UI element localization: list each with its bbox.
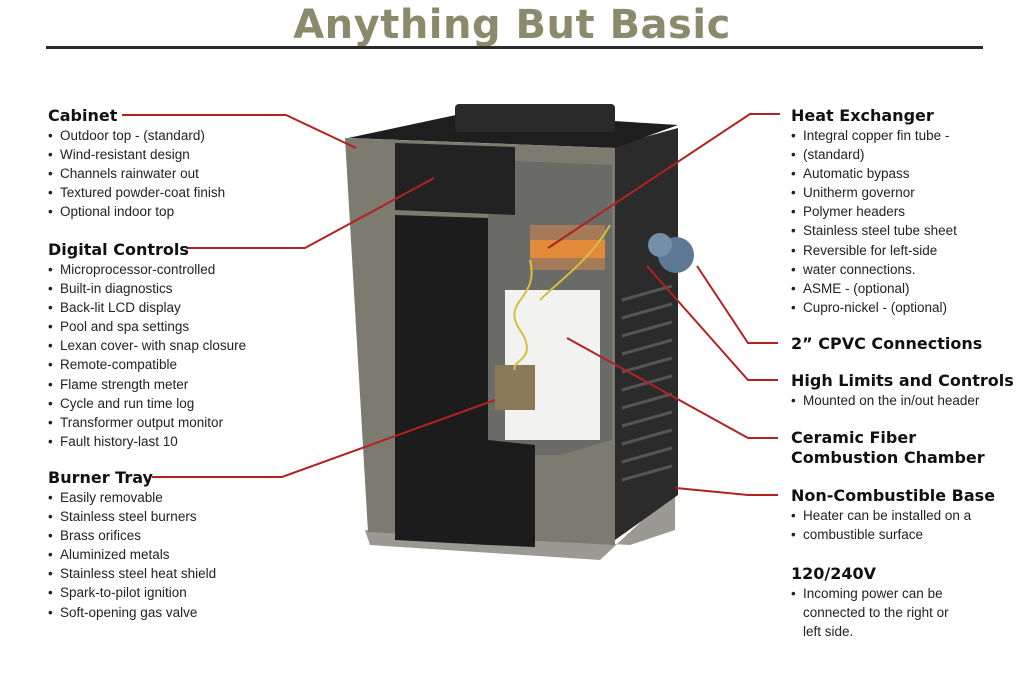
burner-tray-heading: Burner Tray [48,468,153,487]
side-louvers [621,284,673,482]
list-item: Stainless steel burners [48,507,216,526]
list-item: Aluminized metals [48,545,216,564]
list-item: Cupro-nickel - (optional) [791,298,957,317]
cpvc-section: 2” CPVC Connections [791,334,982,354]
list-item: Fault history-last 10 [48,432,246,451]
list-item: (standard) [791,145,957,164]
leader-high-limits [646,265,778,381]
list-item: Remote-compatible [48,355,246,374]
list-item: Stainless steel heat shield [48,564,216,583]
digital-controls-heading: Digital Controls [48,240,189,259]
list-item: Incoming power can be [791,584,949,603]
heater-base [365,490,675,560]
list-item: Mounted on the in/out header [791,391,1014,410]
list-item: Spark-to-pilot ignition [48,583,216,602]
top-vent [455,104,615,132]
cpvc-heading: 2” CPVC Connections [791,334,983,353]
list-item: Heater can be installed on a [791,506,995,525]
list-item: Pool and spa settings [48,317,246,336]
list-item-continuation: left side. [803,624,854,640]
ceramic-fiber-section: Ceramic Fiber Combustion Chamber [791,428,985,468]
leader-heat-exchanger [547,113,780,249]
base-heading: Non-Combustible Base [791,486,996,505]
list-item: Textured powder-coat finish [48,183,225,202]
combustion-chamber [505,290,600,440]
heater-front-cabinet [345,138,615,545]
list-item: Cycle and run time log [48,394,246,413]
cabinet-heading: Cabinet [48,106,118,125]
leader-ceramic-fiber [566,337,778,439]
high-limits-section: High Limits and Controls Mounted on the … [791,371,1014,410]
page-title: Anything But Basic [293,2,731,48]
cutaway-interior [488,160,612,455]
base-section: Non-Combustible Base Heater can be insta… [791,486,995,544]
list-item: Brass orifices [48,526,216,545]
heater-top [348,112,678,148]
high-limits-heading: High Limits and Controls [791,371,1014,390]
list-item: Wind-resistant design [48,145,225,164]
list-item: Flame strength meter [48,375,246,394]
list-item: ASME - (optional) [791,279,957,298]
list-item: Outdoor top - (standard) [48,126,225,145]
list-item: combustible surface [791,525,995,544]
list-item: Easily removable [48,488,216,507]
control-panel-door [395,143,515,215]
list-item: Automatic bypass [791,164,957,183]
digital-controls-section: Digital Controls Microprocessor-controll… [48,240,246,451]
front-door [395,215,488,545]
list-item: Optional indoor top [48,202,225,221]
voltage-section: 120/240V Incoming power can be connected… [791,564,949,641]
list-item: Polymer headers [791,202,957,221]
voltage-heading: 120/240V [791,564,877,583]
list-item: Microprocessor-controlled [48,260,246,279]
list-item: water connections. [791,260,957,279]
cabinet-section: Cabinet Outdoor top - (standard) Wind-re… [48,106,225,222]
heater-right-panel [615,128,678,540]
list-item: Transformer output monitor [48,413,246,432]
list-item: Soft-opening gas valve [48,603,216,622]
list-item: Lexan cover- with snap closure [48,336,246,355]
burner-tray-section: Burner Tray Easily removable Stainless s… [48,468,216,622]
heat-exchanger [530,225,605,270]
list-item: Back-lit LCD display [48,298,246,317]
ceramic-fiber-heading-line2: Combustion Chamber [791,448,985,467]
list-item: Stainless steel tube sheet [791,221,957,240]
leader-cpvc [696,265,778,344]
heat-exchanger-heading: Heat Exchanger [791,106,934,125]
list-item-continuation: connected to the right or [803,605,949,621]
title-rule [46,46,983,49]
burner-tray [495,365,535,410]
heat-exchanger-section: Heat Exchanger Integral copper fin tube … [791,106,957,317]
list-item: Channels rainwater out [48,164,225,183]
lower-door [488,440,535,547]
list-item: Built-in diagnostics [48,279,246,298]
list-item: Reversible for left-side [791,241,957,260]
ceramic-fiber-heading: Ceramic Fiber [791,428,917,447]
list-item: Integral copper fin tube - [791,126,957,145]
cpvc-connection [658,237,694,273]
leader-base [675,487,778,496]
list-item: Unitherm governor [791,183,957,202]
